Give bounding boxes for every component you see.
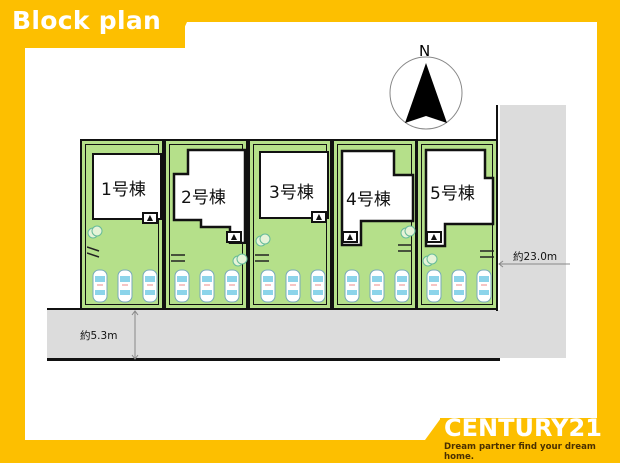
road-width-label: 約5.3m: [80, 330, 118, 342]
road-boundary-line: [47, 358, 500, 361]
lot-1[interactable]: 1号棟 ▲: [80, 139, 164, 310]
brand-tagline: Dream partner find your dream home.: [444, 442, 596, 462]
meter-icon: [87, 246, 100, 252]
lot-5[interactable]: 5号棟 ▲: [416, 139, 498, 310]
house-4: [340, 149, 415, 247]
tree-icon: [422, 253, 438, 267]
parking-car-icon: [92, 269, 108, 303]
parking-car-icon: [199, 269, 215, 303]
brand-logo: CENTURY21: [444, 414, 602, 442]
parking-car-icon: [260, 269, 276, 303]
parking-car-icon: [451, 269, 467, 303]
north-compass-icon: N: [389, 42, 463, 130]
meter-icon: [255, 254, 269, 256]
parking-car-icon: [174, 269, 190, 303]
title-banner-slant: [175, 22, 187, 48]
compass-label: N: [419, 42, 430, 60]
parking-car-icon: [344, 269, 360, 303]
meter-icon: [87, 252, 100, 258]
house-1: 1号棟: [92, 153, 162, 220]
meter-icon: [398, 250, 412, 252]
meter-icon: [480, 256, 494, 258]
parking-car-icon: [224, 269, 240, 303]
frontage-arrow-icon: [498, 260, 570, 268]
footer-banner: [440, 418, 620, 463]
entrance-1-icon: ▲: [142, 212, 158, 224]
entrance-2-icon: ▲: [226, 231, 242, 243]
house-4-label: 4号棟: [346, 190, 391, 210]
house-2: [172, 148, 247, 244]
lot-setback-line: [85, 144, 159, 305]
house-3: 3号棟: [259, 151, 329, 219]
parking-car-icon: [142, 269, 158, 303]
parking-car-icon: [369, 269, 385, 303]
lot-setback-line: [253, 144, 327, 305]
lot-3[interactable]: 3号棟 ▲: [248, 139, 332, 310]
lot-2[interactable]: 2号棟 ▲: [164, 139, 248, 310]
house-1-label: 1号棟: [101, 180, 146, 200]
page-title: Block plan: [12, 6, 162, 35]
front-road: [47, 310, 566, 358]
footer-banner-slant: [425, 418, 441, 440]
lot-setback-line: [337, 144, 412, 305]
house-5: [424, 148, 495, 248]
tree-icon: [87, 225, 103, 239]
tree-icon: [232, 253, 248, 267]
house-3-label: 3号棟: [269, 183, 314, 203]
tree-icon: [255, 233, 271, 247]
frontage-label: 約23.0m: [513, 251, 558, 263]
entrance-4-icon: ▲: [342, 231, 358, 243]
meter-icon: [480, 250, 494, 252]
house-5-label: 5号棟: [430, 184, 475, 204]
meter-icon: [171, 260, 185, 262]
tree-icon: [400, 225, 416, 239]
house-2-label: 2号棟: [181, 188, 226, 208]
entrance-3-icon: ▲: [311, 211, 327, 223]
road-width-arrow-icon: [131, 310, 139, 360]
meter-icon: [255, 260, 269, 262]
site-boundary-line-left: [47, 308, 81, 310]
parking-car-icon: [117, 269, 133, 303]
parking-car-icon: [394, 269, 410, 303]
lot-4[interactable]: 4号棟 ▲: [332, 139, 417, 310]
title-banner: [0, 0, 185, 48]
parking-car-icon: [285, 269, 301, 303]
entrance-5-icon: ▲: [426, 231, 442, 243]
parking-car-icon: [426, 269, 442, 303]
parking-car-icon: [476, 269, 492, 303]
parking-car-icon: [310, 269, 326, 303]
meter-icon: [398, 244, 412, 246]
meter-icon: [171, 254, 185, 256]
